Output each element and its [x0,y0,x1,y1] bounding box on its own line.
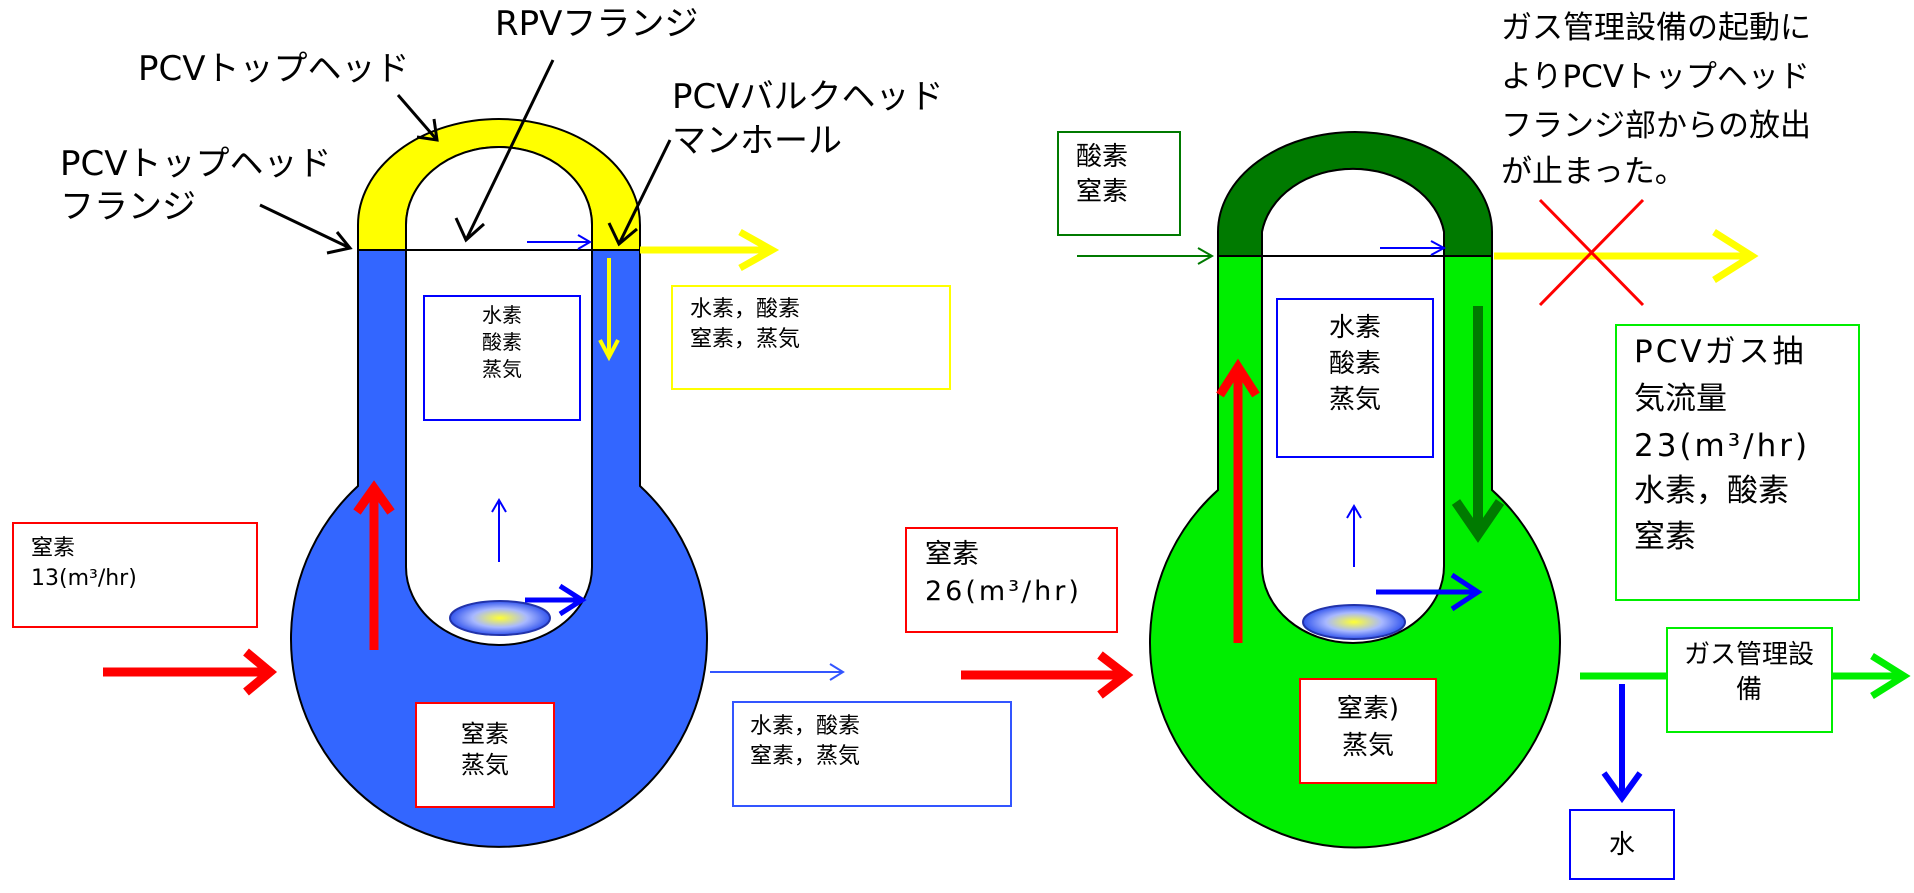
right-gas-mgmt-box [1666,627,1833,733]
right-water-label: 水 [1609,830,1635,860]
right-gas-input-line-1: 酸素 [1076,142,1128,172]
left-exhaust-box [732,701,1012,807]
left-inner-box [423,295,581,421]
right-gas-input-line-2: 窒素 [1076,177,1128,207]
right-core [1302,604,1406,640]
left-nitrogen-line-1: 窒素 [31,536,75,561]
right-water-box [1569,809,1675,880]
right-inner-box-line-1: 水素 [1329,313,1381,343]
right-inner-box-line-2: 酸素 [1329,349,1381,379]
left-core [449,600,551,636]
left-label-rpv-flange: RPVフランジ [495,4,698,44]
left-nitrogen-line-2: 13(m³/hr) [31,566,137,591]
blocked-release-cross [1538,198,1645,307]
left-release-box [671,285,951,390]
right-flow-line-3: 23(m³/hr) [1634,428,1810,464]
right-inner-box [1276,298,1434,458]
right-nitrogen-line-1: 窒素 [925,539,979,570]
left-pointer-arrows [259,59,672,255]
left-label-top-flange-1: PCVトップヘッド [60,144,332,184]
left-bottom-line-2: 蒸気 [461,751,509,779]
right-flow-line-1: PCVガス抽 [1634,334,1807,370]
right-flow-line-2: 気流量 [1634,381,1727,417]
right-gas-input-box [1057,131,1181,236]
left-nitrogen-box [12,522,258,628]
right-note-line-4: が止まった。 [1501,154,1686,190]
left-inner-box-line-1: 水素 [482,303,522,327]
left-exhaust-line-2: 窒素，蒸気 [750,744,860,769]
right-note-line-1: ガス管理設備の起動に [1501,10,1811,46]
right-flow-line-4: 水素，酸素 [1634,473,1789,509]
left-exhaust-line-1: 水素，酸素 [750,714,860,739]
right-bottom-box [1299,678,1437,784]
right-note-line-2: よりPCVトップヘッド [1501,59,1810,95]
left-label-pcv-top-head: PCVトップヘッド [138,49,410,89]
right-gas-mgmt-line-1: ガス管理設 [1684,640,1814,670]
left-label-top-flange-2: フランジ [60,187,196,227]
right-flow-arrows [961,229,1911,804]
right-flow-box [1615,324,1860,601]
right-inner-box-line-3: 蒸気 [1329,385,1381,415]
left-bottom-box [415,702,555,808]
right-note-line-3: フランジ部からの放出 [1501,108,1811,144]
right-gas-mgmt-line-2: 備 [1736,675,1762,705]
right-flow-line-5: 窒素 [1634,519,1696,555]
right-nitrogen-box [905,527,1118,633]
right-bottom-line-1: 窒素) [1337,694,1399,724]
left-bottom-line-1: 窒素 [461,720,509,748]
left-label-bulk-head-2: マンホール [672,121,842,161]
right-bottom-line-2: 蒸気 [1342,731,1394,761]
left-flow-arrows [103,228,845,696]
left-release-line-2: 窒素，蒸気 [690,327,800,352]
left-inner-box-line-3: 蒸気 [482,357,522,381]
left-label-bulk-head-1: PCVバルクヘッド [672,77,944,117]
left-release-line-1: 水素，酸素 [690,297,800,322]
left-inner-box-line-2: 酸素 [482,330,522,354]
right-nitrogen-line-2: 26(m³/hr) [925,576,1082,607]
